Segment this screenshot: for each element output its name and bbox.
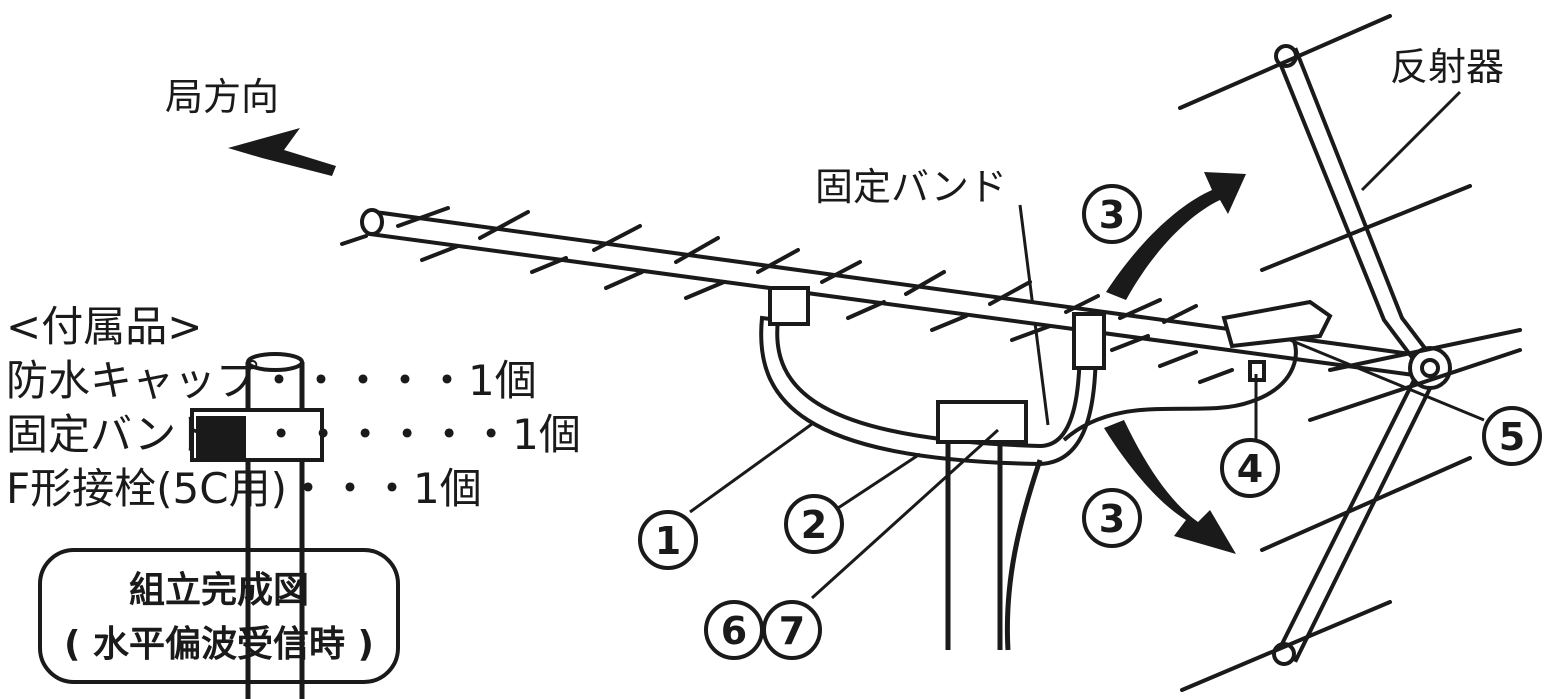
callout-3-lower: 3 bbox=[1082, 488, 1142, 548]
station-direction-label: 局方向 bbox=[165, 75, 279, 119]
station-direction-arrow bbox=[228, 128, 336, 176]
support-bracket bbox=[759, 286, 1106, 467]
accessory-item-waterproof-cap: 防水キャップ・・・・・1個 bbox=[6, 356, 537, 405]
reflector-frame bbox=[1272, 44, 1452, 666]
callout-6: 6 bbox=[704, 600, 764, 660]
mast-clamp bbox=[190, 400, 1028, 462]
accessory-item-fixing-band: 固定バンド・・・・・・・1個 bbox=[6, 410, 581, 459]
completion-subtitle: ( 水平偏波受信時 ) bbox=[64, 624, 374, 665]
callout-7: 7 bbox=[762, 600, 822, 660]
mast-tube bbox=[945, 442, 1043, 651]
accessory-item-f-connector: F形接栓(5C用)・・・1個 bbox=[6, 464, 482, 513]
callout-leaders bbox=[689, 338, 1485, 600]
director-elements bbox=[340, 206, 1234, 384]
completion-caption-box: 組立完成図 ( 水平偏波受信時 ) bbox=[38, 548, 400, 684]
svg-text:3: 3 bbox=[1099, 193, 1125, 237]
callout-5: 5 bbox=[1482, 406, 1542, 466]
accessories-title: <付属品> bbox=[6, 302, 203, 351]
rotate-up-arrow bbox=[1106, 172, 1246, 300]
completion-title: 組立完成図 bbox=[128, 570, 309, 611]
callout-1: 1 bbox=[638, 510, 698, 570]
callout-2: 2 bbox=[784, 494, 844, 554]
svg-text:2: 2 bbox=[801, 503, 827, 547]
reflector-leader-line bbox=[1360, 90, 1462, 192]
callout-3-upper: 3 bbox=[1082, 184, 1142, 244]
svg-text:3: 3 bbox=[1099, 497, 1125, 541]
reflector-rods bbox=[1178, 14, 1522, 692]
reflector-label: 反射器 bbox=[1390, 45, 1504, 89]
svg-text:7: 7 bbox=[779, 609, 805, 653]
accessories-list: <付属品> 防水キャップ・・・・・1個 固定バンド・・・・・・・1個 F形接栓(… bbox=[6, 300, 581, 516]
feed-cable bbox=[1062, 336, 1298, 442]
fixing-band-label: 固定バンド bbox=[815, 165, 1007, 209]
callout-4: 4 bbox=[1220, 438, 1280, 498]
svg-text:5: 5 bbox=[1499, 415, 1525, 459]
svg-text:4: 4 bbox=[1237, 447, 1263, 491]
rotate-down-arrow bbox=[1104, 420, 1236, 554]
svg-text:6: 6 bbox=[721, 609, 747, 653]
svg-text:1: 1 bbox=[655, 519, 681, 563]
